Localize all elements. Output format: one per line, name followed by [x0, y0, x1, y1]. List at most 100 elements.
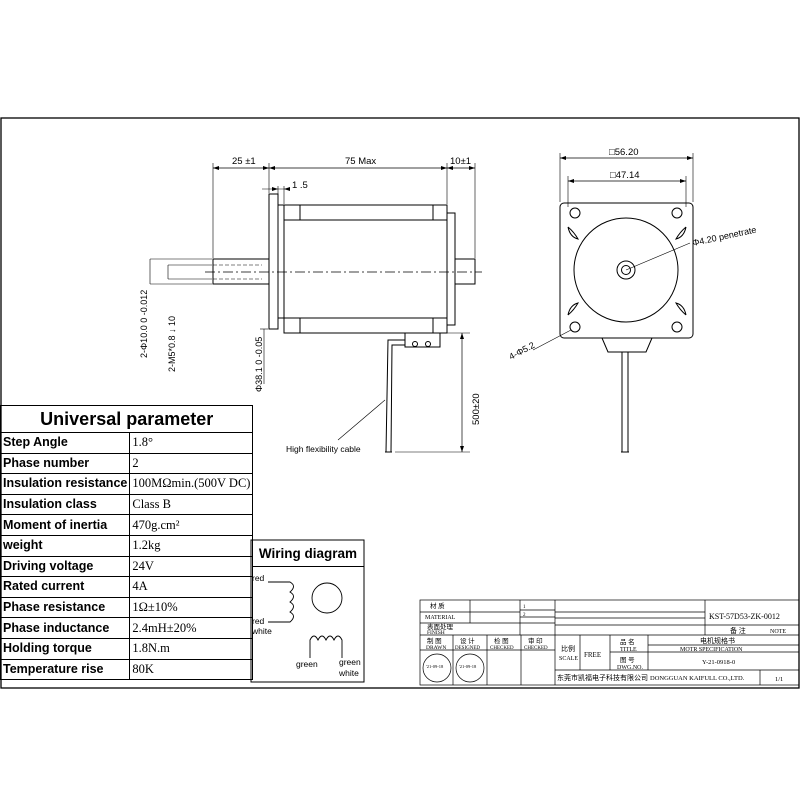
tb-remark-en: NOTE	[770, 629, 786, 635]
tb-part-no: KST-57D53-ZK-0012	[709, 612, 780, 621]
tb-designed-en: DESIGNED	[455, 646, 480, 651]
tb-drawn-en: DRAWN	[426, 645, 446, 651]
tb-title-en: TITLE	[620, 647, 637, 653]
tb-scale-en: SCALE	[559, 656, 578, 662]
param-value: 4A	[129, 576, 254, 598]
tb-scale-cn: 比例	[561, 644, 575, 653]
param-label: Phase number	[0, 452, 131, 475]
wire-green-right: green	[339, 657, 361, 667]
param-value: 80K	[129, 658, 254, 681]
tb-checked-en: CHECKED	[490, 646, 514, 651]
param-label: Insulation class	[0, 493, 131, 516]
dim-flange: 25 ±1	[232, 156, 256, 167]
wiring-labels: red red white green green white	[251, 573, 361, 678]
tb-checked2-cn: 审 印	[528, 636, 543, 645]
dim-hole-dia: Φ4.20 penetrate	[691, 225, 757, 248]
title-block-text: 材 质 MATERIAL 表面处理 FINISH 1 2 制 图 DRAWN 设…	[425, 601, 786, 683]
dim-pilot: Φ38.1 0 -0.05	[254, 337, 264, 392]
tb-date-2: '21-09-18	[459, 664, 477, 669]
param-label: Phase inductance	[0, 617, 131, 639]
tb-dwg-cn: 图 号	[620, 656, 635, 664]
dim-rear: 10±1	[450, 156, 471, 167]
tb-dwg-en: DWG.NO.	[617, 665, 643, 671]
param-label: weight	[0, 534, 131, 557]
param-value: 1.2kg	[129, 534, 254, 557]
wire-red-mid: red	[252, 616, 265, 626]
param-label: Phase resistance	[0, 596, 131, 619]
dim-body: 75 Max	[345, 156, 376, 167]
tb-finish-cn: 表面处理	[427, 622, 454, 631]
tb-rev-a: 1	[523, 605, 526, 610]
param-value: 1.8N.m	[129, 637, 254, 660]
dim-shaft-dia: 2-Φ10.0 0 -0.012	[139, 290, 149, 358]
dim-cable: 500±20	[471, 393, 482, 425]
side-view-dims: 25 ±1 75 Max 10±1 1 .5 2-Φ10.0 0 -0.012 …	[139, 156, 482, 454]
tb-remark-cn: 备 注	[730, 626, 746, 635]
dim-mount: 4-Φ5.2	[507, 340, 536, 362]
param-value: 470g.cm²	[129, 514, 254, 536]
param-value: 100MΩmin.(500V DC)	[129, 473, 254, 495]
dim-holes: □47.14	[610, 170, 640, 181]
wire-green-left: green	[296, 659, 318, 669]
wiring-title: Wiring diagram	[252, 540, 364, 567]
param-value: 1Ω±10%	[129, 596, 254, 619]
side-view	[149, 163, 482, 453]
tb-spec-en: MOTR SPECIFICATION	[680, 647, 743, 653]
tb-material-cn: 材 质	[430, 601, 445, 610]
side-view-arrows	[213, 166, 475, 452]
tb-material-en: MATERIAL	[425, 615, 456, 621]
dim-boss: 1 .5	[292, 180, 308, 191]
front-view-dims: □56.20 □47.14 Φ4.20 penetrate 4-Φ5.2	[507, 147, 757, 362]
param-label: Rated current	[0, 576, 131, 598]
param-table-title: Universal parameter	[0, 405, 254, 433]
tb-spec-cn: 电机规格书	[700, 636, 735, 645]
tb-date-1: '21-09-18	[426, 664, 444, 669]
tb-company-cn: 东莞市凯福电子科技有限公司	[557, 673, 648, 682]
tb-designed-cn: 设 计	[460, 636, 475, 645]
param-label: Temperature rise	[0, 658, 131, 681]
tb-drawn-cn: 制 图	[427, 636, 442, 645]
tb-title-cn: 品 名	[620, 637, 635, 646]
param-label: Driving voltage	[0, 555, 131, 578]
param-label: Insulation resistance	[0, 473, 131, 495]
tb-checked-cn: 检 图	[494, 636, 509, 645]
tb-scale-value: FREE	[584, 651, 601, 659]
param-value: 2.4mH±20%	[129, 617, 254, 639]
tb-checked2-en: CHECKED	[524, 646, 548, 651]
dim-outer: □56.20	[609, 147, 639, 158]
tb-sheet: 1/1	[775, 676, 783, 683]
tb-company-en: DONGGUAN KAIFULL CO.,LTD.	[650, 675, 745, 682]
cable-label: High flexibility cable	[286, 444, 361, 454]
stamps	[422, 653, 485, 683]
param-value: Class B	[129, 493, 254, 516]
wire-white-mid: white	[251, 626, 272, 636]
front-view-arrows	[560, 156, 693, 183]
sheet-border	[0, 117, 800, 689]
param-label: Step Angle	[0, 432, 131, 454]
wire-white-right: white	[338, 668, 359, 678]
wire-red-top: red	[252, 573, 265, 583]
front-view	[532, 153, 694, 453]
tb-dwg-no: Y-21-0918-0	[702, 659, 735, 666]
dim-thread: 2-M5*0.8 ↓ 10	[167, 316, 177, 372]
tb-rev-b: 2	[523, 613, 526, 618]
param-table-header: Universal parameter	[0, 405, 254, 433]
param-value: 2	[129, 452, 254, 475]
title-block-grid	[419, 599, 800, 686]
wiring-schematic	[268, 581, 343, 658]
param-value: 24V	[129, 555, 254, 578]
param-label: Holding torque	[0, 637, 131, 660]
